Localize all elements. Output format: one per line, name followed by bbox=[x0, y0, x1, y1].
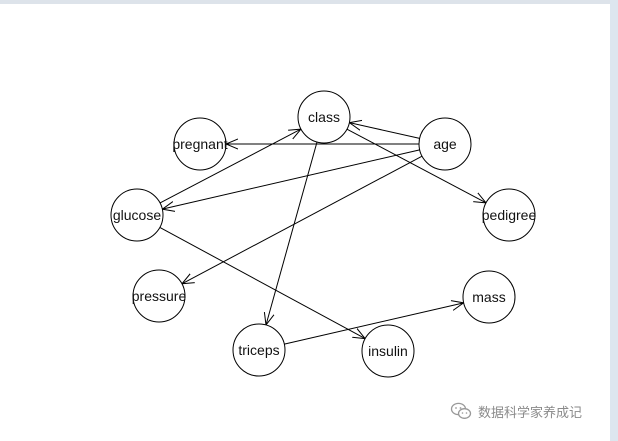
edge-age-to-class bbox=[349, 123, 420, 139]
window-top-edge bbox=[0, 0, 618, 4]
node-circle-mass bbox=[462, 270, 516, 324]
window-right-edge bbox=[610, 0, 618, 441]
edge-glucose-to-class bbox=[159, 129, 301, 204]
node-class: class bbox=[297, 90, 351, 144]
node-label-insulin: insulin bbox=[368, 343, 408, 359]
edge-age-to-pressure bbox=[182, 155, 423, 284]
node-circle-insulin bbox=[361, 324, 415, 378]
node-pregnant: pregnant bbox=[172, 117, 228, 171]
node-pedigree: pedigree bbox=[482, 188, 537, 242]
node-pressure: pressure bbox=[132, 269, 187, 323]
edge-age-to-glucose bbox=[162, 149, 420, 209]
edge-class-to-pedigree bbox=[346, 128, 486, 203]
node-circle-pressure bbox=[132, 269, 186, 323]
node-circle-glucose bbox=[110, 188, 164, 242]
node-circle-pregnant bbox=[173, 117, 227, 171]
edge-glucose-to-insulin bbox=[159, 226, 365, 338]
node-age: age bbox=[418, 117, 472, 171]
edge-class-to-triceps bbox=[266, 141, 318, 325]
watermark-text: 数据科学家养成记 bbox=[478, 405, 583, 421]
edge-triceps-to-mass bbox=[284, 303, 463, 345]
node-label-pedigree: pedigree bbox=[482, 207, 537, 223]
node-label-mass: mass bbox=[472, 289, 505, 305]
node-triceps: triceps bbox=[232, 323, 286, 377]
node-label-triceps: triceps bbox=[238, 342, 279, 358]
node-circle-triceps bbox=[232, 323, 286, 377]
node-circle-pedigree bbox=[482, 188, 536, 242]
node-label-age: age bbox=[433, 136, 457, 152]
node-label-glucose: glucose bbox=[113, 207, 161, 223]
node-insulin: insulin bbox=[361, 324, 415, 378]
nodes-layer: class age pregnant glucose pedigree pressure m… bbox=[110, 90, 537, 378]
node-label-pregnant: pregnant bbox=[172, 136, 227, 152]
node-label-pressure: pressure bbox=[132, 288, 187, 304]
node-circle-class bbox=[297, 90, 351, 144]
node-label-class: class bbox=[308, 109, 340, 125]
watermark: 数据科学家养成记 bbox=[450, 400, 605, 422]
edges-layer bbox=[159, 123, 486, 345]
node-mass: mass bbox=[462, 270, 516, 324]
node-glucose: glucose bbox=[110, 188, 164, 242]
wechat-icon bbox=[450, 402, 472, 419]
node-circle-age bbox=[418, 117, 472, 171]
